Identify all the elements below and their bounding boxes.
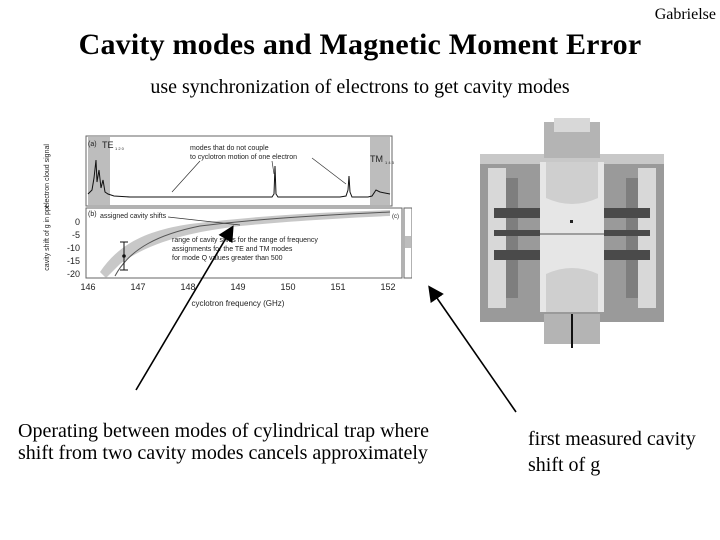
right-slot — [604, 208, 650, 218]
right-slot — [604, 250, 650, 260]
x-tick-label: 151 — [330, 282, 345, 292]
panel-a-label: (a) — [88, 141, 97, 148]
ylabel-b: cavity shift of g in ppt — [44, 205, 51, 270]
x-tick-label: 147 — [130, 282, 145, 292]
author-name: Gabrielse — [654, 6, 716, 23]
panel-a-frame — [85, 135, 393, 207]
left-electrode-inner — [506, 178, 518, 298]
y-tick-label: -15 — [67, 256, 80, 266]
tm-mode-subscript: 1 4 3 — [385, 160, 395, 165]
annotation-modes: modes that do not couple to cyclotron mo… — [190, 145, 297, 161]
spectrum-trace — [87, 159, 391, 198]
te-mode-subscript: 1 2 0 — [115, 146, 125, 151]
panel-b-label: (b) — [88, 211, 97, 218]
cylindrical-trap-illustration — [480, 118, 664, 348]
annotation-pointer — [167, 216, 241, 226]
te-mode-label: TE — [102, 140, 114, 150]
slide-subtitle: use synchronization of electrons to get … — [150, 76, 570, 98]
panel-c-band — [405, 236, 411, 248]
right-slot — [604, 230, 650, 236]
trap-top-cap — [554, 118, 590, 132]
svg-text:electron cloud signal: electron cloud signal — [44, 144, 51, 208]
right-electrode-inner — [626, 178, 638, 298]
shaded-band-tm — [370, 137, 390, 205]
annotation-pointer — [271, 160, 275, 175]
left-slot — [494, 230, 540, 236]
y-tick-label: 0 — [75, 217, 80, 227]
x-axis-label: cyclotron frequency (GHz) — [192, 299, 285, 308]
caption-first-measurement: first measured cavity shift of g — [528, 428, 696, 476]
svg-text:cavity shift of g in ppt: cavity shift of g in ppt — [44, 205, 51, 270]
left-slot — [494, 250, 540, 260]
trap-top-edge — [480, 154, 664, 164]
x-tick-label: 152 — [380, 282, 395, 292]
slide-title: Cavity modes and Magnetic Moment Error — [78, 28, 642, 61]
annotation-assigned: assigned cavity shifts — [100, 213, 167, 220]
right-electrode — [638, 168, 656, 308]
ylabel-a: electron cloud signal — [44, 144, 51, 208]
panel-c-label: (c) — [392, 214, 399, 220]
left-slot — [494, 208, 540, 218]
caption-operating-point: Operating between modes of cylindrical t… — [18, 420, 429, 464]
electron-marker — [570, 220, 573, 223]
cavity-mode-figure: electron cloud signal cavity shift of g … — [44, 135, 412, 308]
x-tick-labels: 146 147 148 149 150 151 152 — [80, 282, 395, 292]
lower-endcap — [546, 268, 598, 312]
upper-endcap — [546, 162, 598, 204]
x-tick-label: 149 — [230, 282, 245, 292]
x-tick-label: 148 — [180, 282, 195, 292]
x-tick-label: 146 — [80, 282, 95, 292]
measured-point — [122, 254, 126, 258]
left-electrode — [488, 168, 506, 308]
y-tick-label: -10 — [67, 243, 80, 253]
annotation-pointer — [171, 160, 201, 193]
y-tick-label: -5 — [72, 230, 80, 240]
annotation-pointer — [311, 157, 347, 185]
x-tick-label: 150 — [280, 282, 295, 292]
tm-mode-label: TM — [370, 154, 383, 164]
y-tick-labels: 0 -5 -10 -15 -20 — [67, 217, 80, 279]
cavity-shift-range — [100, 210, 390, 278]
y-tick-label: -20 — [67, 269, 80, 279]
